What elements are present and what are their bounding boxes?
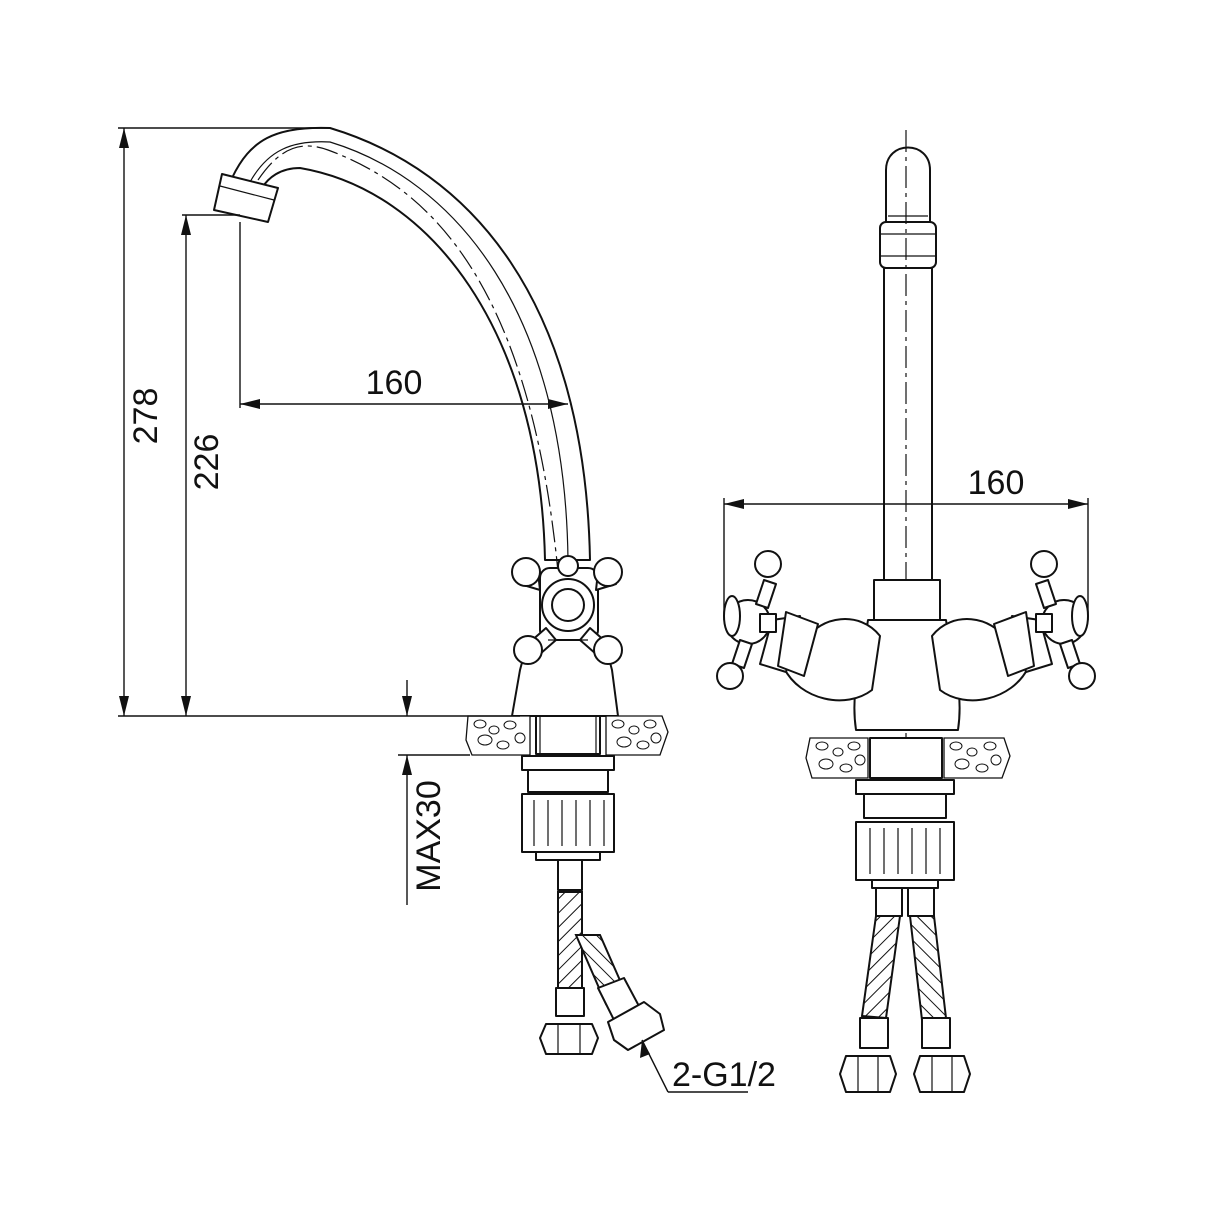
dim-spout-reach-label: 160 xyxy=(366,364,423,402)
spout xyxy=(231,126,591,721)
side-view: 278 226 160 MAX30 xyxy=(118,126,776,1094)
dim-handle-span-label: 160 xyxy=(968,464,1025,502)
dim-overall-height: 278 xyxy=(118,127,520,717)
side-hoses xyxy=(539,859,665,1055)
dim-spout-height: 226 xyxy=(181,214,240,716)
front-handle-left xyxy=(716,550,782,690)
front-countertop xyxy=(805,737,1011,779)
side-countertop xyxy=(465,715,669,756)
dim-spout-reach: 160 xyxy=(239,222,568,409)
front-body xyxy=(759,579,1053,731)
front-view: 160 xyxy=(716,130,1096,1093)
dim-mount-thickness: MAX30 xyxy=(398,680,470,905)
side-body xyxy=(511,555,623,717)
front-spout xyxy=(879,130,937,750)
dim-mount-thickness-label: MAX30 xyxy=(410,780,448,892)
dim-handle-span: 160 xyxy=(723,464,1089,620)
dim-overall-height-label: 278 xyxy=(127,388,165,445)
side-fixing xyxy=(521,755,615,861)
aerator xyxy=(213,173,279,223)
connection-label: 2-G1/2 xyxy=(672,1056,776,1094)
connection-leader: 2-G1/2 xyxy=(640,1039,776,1094)
front-fixing xyxy=(855,779,955,889)
front-hoses xyxy=(839,887,971,1093)
front-handle-right xyxy=(1030,550,1096,690)
dim-spout-height-label: 226 xyxy=(188,434,226,491)
